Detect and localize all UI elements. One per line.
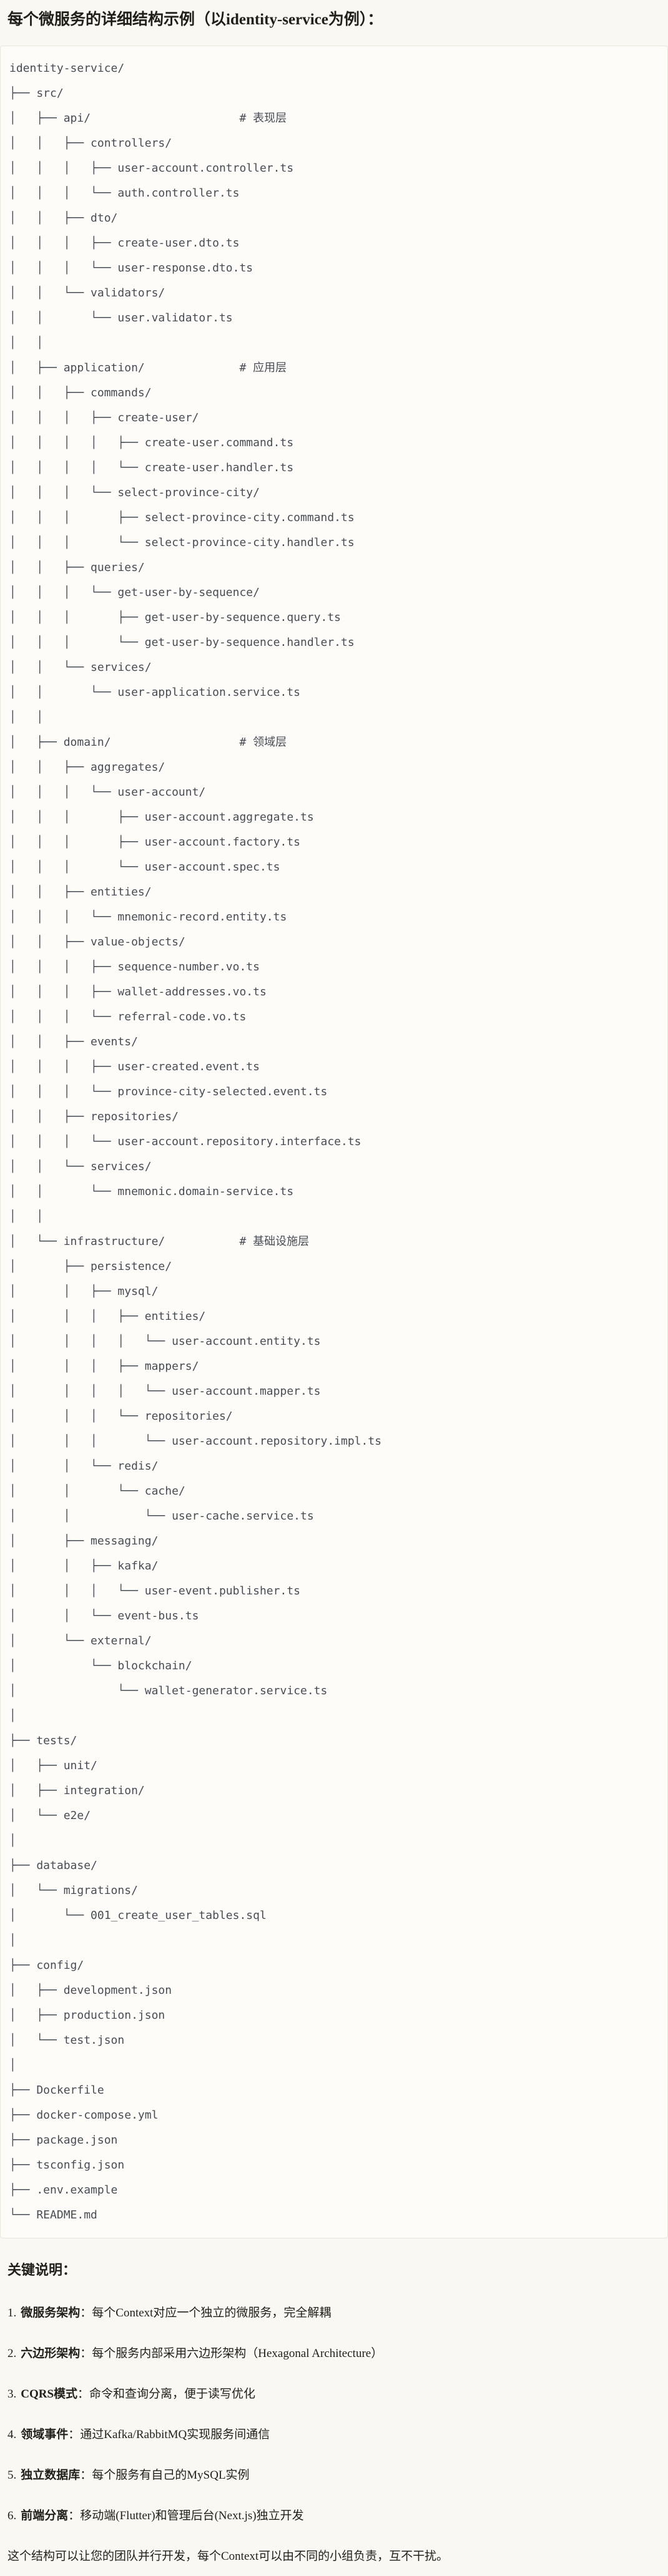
note-term: CQRS模式 (21, 2387, 78, 2401)
page-title: 每个微服务的详细结构示例（以identity-service为例）： (7, 11, 383, 28)
notes-heading: 关键说明： (7, 2262, 77, 2278)
note-item: 2. 六边形架构：每个服务内部采用六边形架构（Hexagonal Architec… (7, 2344, 661, 2363)
note-desc: ：每个服务内部采用六边形架构（Hexagonal Architecture） (80, 2346, 383, 2360)
note-number: 2. (7, 2346, 17, 2360)
note-item: 3. CQRS模式：命令和查询分离，便于读写优化 (7, 2385, 661, 2404)
note-term: 领域事件 (21, 2427, 69, 2441)
note-item: 6. 前端分离：移动端(Flutter)和管理后台(Next.js)独立开发 (7, 2507, 661, 2525)
note-number: 3. (7, 2387, 17, 2401)
note-term: 六边形架构 (21, 2346, 81, 2360)
note-number: 4. (7, 2427, 17, 2441)
note-desc: ：移动端(Flutter)和管理后台(Next.js)独立开发 (68, 2509, 304, 2522)
notes-list: 1. 微服务架构：每个Context对应一个独立的微服务，完全解耦 2. 六边形架构… (7, 2304, 661, 2525)
closing-paragraph: 这个结构可以让您的团队并行开发，每个Context可以由不同的小组负责，互不干扰… (7, 2549, 449, 2563)
note-desc: ：每个Context对应一个独立的微服务，完全解耦 (80, 2306, 332, 2320)
note-number: 6. (7, 2509, 17, 2522)
note-desc: ：通过Kafka/RabbitMQ实现服务间通信 (68, 2427, 270, 2441)
note-term: 独立数据库 (21, 2468, 81, 2482)
note-number: 1. (7, 2306, 17, 2320)
code-block: identity-service/ ├── src/ │ ├── api/ # … (0, 46, 668, 2238)
note-desc: ：每个服务有自己的MySQL实例 (80, 2468, 250, 2482)
file-tree: identity-service/ ├── src/ │ ├── api/ # … (9, 62, 382, 2222)
note-item: 5. 独立数据库：每个服务有自己的MySQL实例 (7, 2466, 661, 2485)
note-number: 5. (7, 2468, 17, 2482)
note-item: 1. 微服务架构：每个Context对应一个独立的微服务，完全解耦 (7, 2304, 661, 2323)
note-desc: ：命令和查询分离，便于读写优化 (77, 2387, 256, 2401)
note-term: 前端分离 (21, 2509, 69, 2522)
note-item: 4. 领域事件：通过Kafka/RabbitMQ实现服务间通信 (7, 2426, 661, 2444)
note-term: 微服务架构 (21, 2306, 81, 2320)
